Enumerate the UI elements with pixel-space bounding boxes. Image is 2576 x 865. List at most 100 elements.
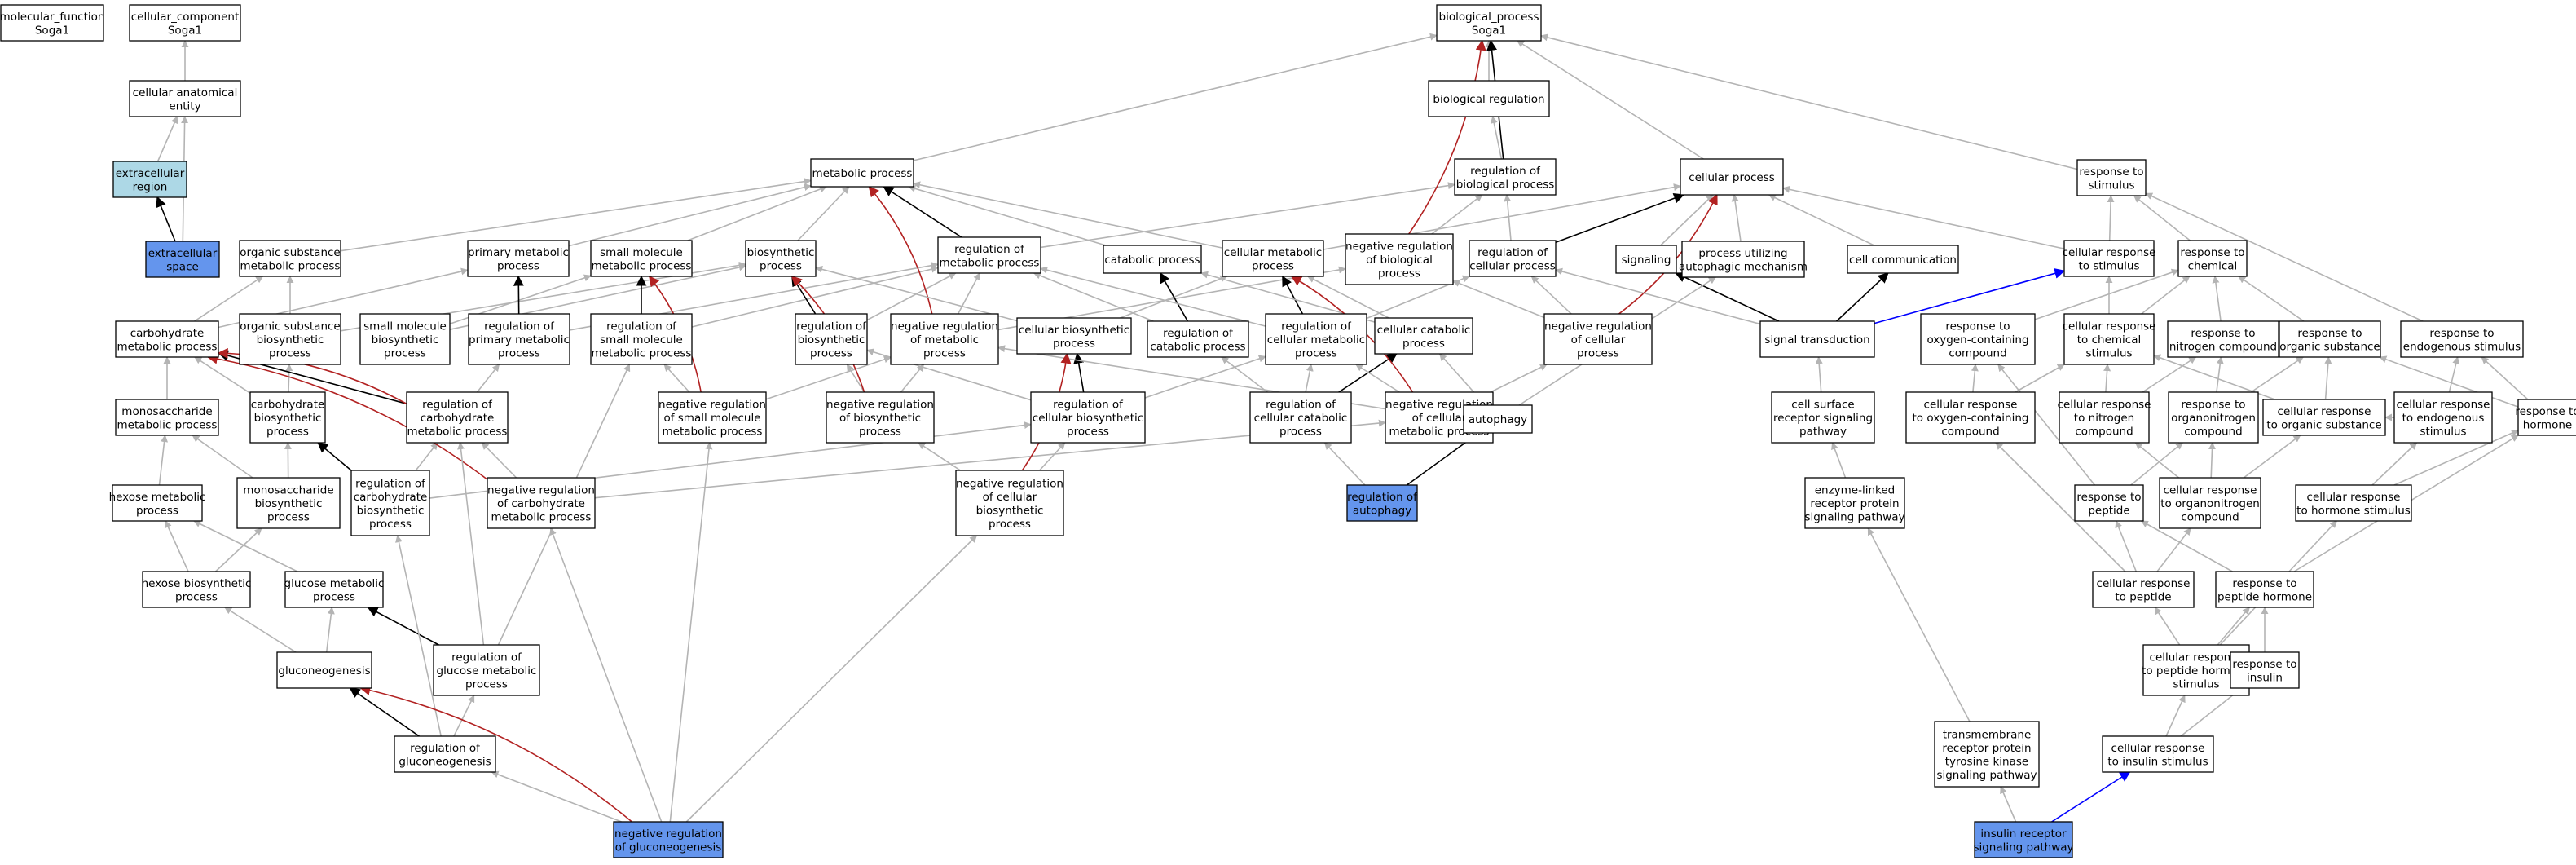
node-regulation-of-cellular-process-box [1469, 240, 1557, 277]
edge-is-a-n80-n76 [2165, 695, 2186, 737]
edge-is-a-n68-n57 [2243, 435, 2301, 479]
edge-is-a-n70-n61 [214, 527, 262, 572]
node-autophagy[interactable]: autophagy [1463, 404, 1533, 434]
node-process-utilizing-autophagic-mechanism-box [1681, 241, 1805, 278]
node-metabolic-process[interactable]: metabolic process [810, 158, 914, 188]
edge-regulates-n19-n3 [1408, 39, 1486, 235]
node-autophagy-label-line: autophagy [1469, 413, 1527, 426]
node-catabolic-process[interactable]: catabolic process [1103, 245, 1202, 274]
edge-is-a-n63-n46 [481, 442, 517, 479]
edge-is-a-n69-n58 [2371, 442, 2418, 486]
node-gluconeogenesis[interactable]: gluconeogenesis [276, 651, 372, 689]
edge-is-a-n49-n31 [866, 348, 1032, 401]
node-hexose-biosynthetic-process-label-line: process [175, 590, 218, 603]
node-cellular-process[interactable]: cellular process [1680, 158, 1784, 196]
node-carbohydrate-biosynthetic-process-box [249, 391, 326, 444]
edge-is-a-n9-n7 [1490, 116, 1503, 160]
node-signal-transduction[interactable]: signal transduction [1759, 320, 1875, 358]
node-biosynthetic-process-label-line: process [760, 259, 802, 272]
node-negative-regulation-of-biosynthetic-process-label-line: of biosynthetic [839, 412, 921, 425]
node-cellular-response-to-nitrogen-compound-box [2059, 391, 2150, 444]
edge-is-a-n55-n41 [2142, 356, 2197, 393]
node-regulation-of-carbohydrate-biosynthetic-process[interactable]: regulation ofcarbohydratebiosyntheticpro… [350, 470, 430, 536]
node-regulation-of-glucose-metabolic-process-label-line: glucose metabolic [437, 664, 537, 677]
node-cell-communication[interactable]: cell communication [1847, 245, 1959, 274]
node-regulation-of-primary-metabolic-process-label-line: process [498, 347, 540, 360]
node-biological-regulation[interactable]: biological regulation [1428, 80, 1550, 117]
node-enzyme-linked-receptor-protein-signaling-pathway-label-line: signaling pathway [1804, 511, 1904, 524]
node-signaling[interactable]: signaling [1615, 245, 1677, 274]
